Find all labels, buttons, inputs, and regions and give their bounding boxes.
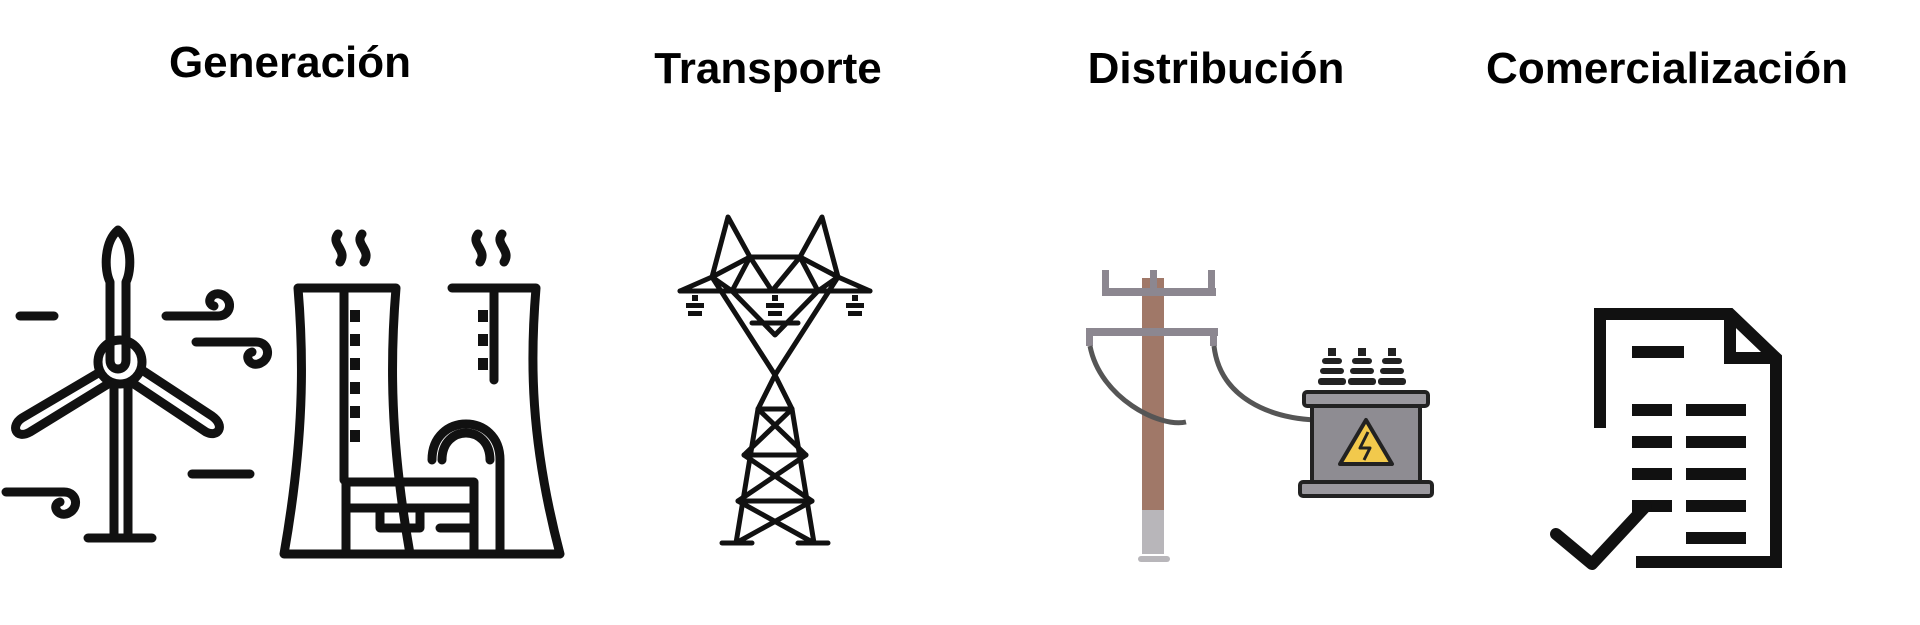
document-checkmark-icon [1550,308,1782,570]
transformer-icon [1298,348,1434,498]
utility-pole-transformer-icon [1086,270,1434,562]
stage-title-generation: Generación [168,38,412,87]
stage-title-commercialization: Comercialización [1486,44,1848,93]
power-generation-icon [1,225,565,559]
stage-title-distribution: Distribución [1087,44,1345,93]
transmission-tower-icon [677,214,873,546]
stage-title-transport: Transporte [654,44,882,93]
wind-turbine-icon [1,225,272,543]
power-plant-icon [279,229,565,559]
utility-pole-icon [1086,270,1317,562]
